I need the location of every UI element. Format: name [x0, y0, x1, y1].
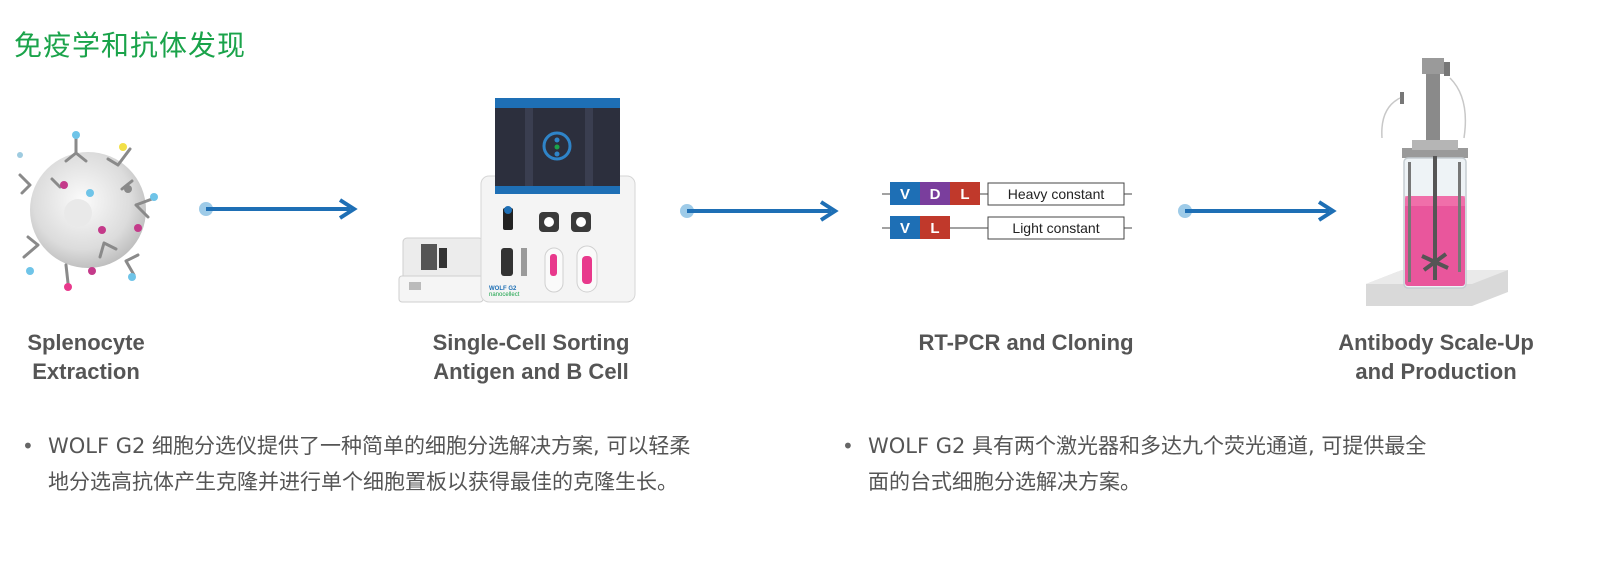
light-l-segment	[920, 216, 950, 239]
heavy-d-letter: D	[930, 186, 941, 203]
stage-label-sorting: Single-Cell Sorting Antigen and B Cell	[432, 330, 630, 384]
heavy-l-letter: L	[960, 186, 969, 203]
stage-label-scaleup: Antibody Scale-Up and Production	[1338, 330, 1534, 384]
stage-label-rtpcr: RT-PCR and Cloning	[918, 330, 1134, 355]
bullet-dot: •	[22, 434, 34, 458]
bullet-sorting-description: • WOLF G2 细胞分选仪提供了一种简单的细胞分选解决方案, 可以轻柔 地分…	[22, 428, 812, 508]
bullet-laser-description: • WOLF G2 具有两个激光器和多达九个荧光通道, 可提供最全 面的台式细胞…	[842, 428, 1562, 508]
splenocyte-cell-icon	[17, 131, 158, 291]
antibody-gene-construct: V D L Heavy constant V L Light constant	[882, 182, 1132, 240]
page-title: 免疫学和抗体发现	[14, 29, 247, 62]
heavy-constant-label: Heavy constant	[1008, 186, 1105, 202]
bioreactor-icon	[1366, 58, 1508, 306]
heavy-d-segment	[920, 182, 950, 205]
heavy-l-segment	[950, 182, 980, 205]
flow-arrow-3	[1178, 200, 1337, 222]
flow-arrow-2	[680, 200, 839, 222]
stage-label-splenocyte: Splenocyte Extraction	[27, 330, 145, 384]
instrument-brand: WOLF G2	[489, 286, 517, 292]
heavy-v-letter: V	[900, 186, 910, 203]
light-v-letter: V	[900, 220, 910, 237]
instrument-brand-sub: nanocellect	[489, 292, 520, 298]
wolf-g2-instrument: WOLF G2 nanocellect	[398, 98, 636, 303]
light-constant-label: Light constant	[1012, 220, 1099, 236]
light-v-segment	[890, 216, 920, 239]
light-l-letter: L	[930, 220, 939, 237]
flow-arrow-1	[199, 198, 358, 220]
heavy-v-segment	[890, 182, 920, 205]
bullet-dot: •	[842, 434, 854, 458]
